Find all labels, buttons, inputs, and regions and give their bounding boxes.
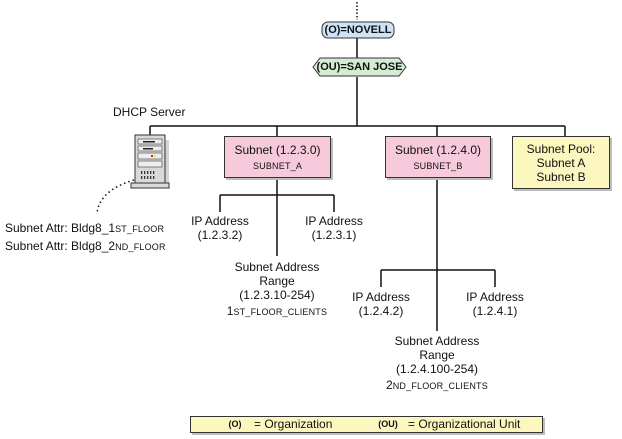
server-icon — [130, 134, 170, 189]
subnet-a-ip-left[interactable]: IP Address (1.2.3.2) — [180, 214, 260, 242]
ou-node-shape — [312, 57, 407, 77]
org-node[interactable]: (O)=NOVELL — [324, 24, 392, 36]
subnet-b-ip-right[interactable]: IP Address (1.2.4.1) — [455, 290, 535, 318]
subnet-attr-2: Subnet Attr: Bldg8_2ND_FLOOR — [5, 239, 166, 254]
subnet-a-range[interactable]: Subnet Address Range (1.2.3.10-254) 1ST_… — [217, 260, 337, 319]
ip-value: (1.2.4.2) — [358, 304, 404, 318]
range-label-2: Range — [259, 274, 295, 288]
range-name: 1ST_FLOOR_CLIENTS — [217, 304, 337, 319]
subnet-attr-2-suffix: ND_FLOOR — [115, 242, 166, 252]
subnet-a-node[interactable]: Subnet (1.2.3.0) SUBNET_A — [224, 136, 331, 178]
range-name-suffix: ND_FLOOR_CLIENTS — [392, 381, 488, 391]
subnet-pool-node[interactable]: Subnet Pool: Subnet A Subnet B — [512, 136, 610, 189]
dhcp-server-node[interactable] — [131, 135, 169, 188]
pool-member-b: Subnet B — [536, 170, 586, 184]
legend-ou-symbol: (OU) — [378, 419, 398, 429]
ip-value: (1.2.4.1) — [472, 304, 518, 318]
subnet-b-title: Subnet (1.2.4.0) — [394, 143, 482, 157]
subnet-b-node[interactable]: Subnet (1.2.4.0) SUBNET_B — [385, 136, 491, 178]
range-name: 2ND_FLOOR_CLIENTS — [377, 378, 497, 393]
subnet-attr-1: Subnet Attr: Bldg8_1ST_FLOOR — [5, 221, 164, 236]
subnet-b-name: SUBNET_B — [413, 161, 463, 171]
range-label-1: Subnet Address — [394, 334, 480, 348]
ou-node[interactable]: (OU)=SAN JOSE — [316, 61, 403, 73]
subnet-attr-1-suffix: ST_FLOOR — [115, 224, 165, 234]
org-node-shape — [321, 21, 395, 39]
subnet-attr-2-prefix: Subnet Attr: Bldg8_ — [5, 239, 109, 253]
range-name-num: 2 — [386, 378, 393, 392]
ip-label: IP Address — [352, 290, 410, 304]
pool-member-a: Subnet A — [536, 156, 586, 170]
legend-org-text: = Organization — [254, 417, 333, 431]
range-value: (1.2.3.10-254) — [239, 288, 315, 302]
subnet-a-name: SUBNET_A — [252, 161, 303, 171]
legend-org-symbol: (O) — [228, 419, 242, 429]
ip-label: IP Address — [466, 290, 524, 304]
subnet-attr-1-prefix: Subnet Attr: Bldg8_ — [5, 221, 109, 235]
ip-label: IP Address — [191, 214, 249, 228]
dhcp-server-label: DHCP Server — [113, 105, 186, 119]
legend: (O) = Organization (OU) = Organizational… — [190, 416, 543, 433]
subnet-a-title: Subnet (1.2.3.0) — [234, 143, 321, 157]
ip-label: IP Address — [305, 214, 363, 228]
ip-value: (1.2.3.1) — [311, 228, 357, 242]
range-value: (1.2.4.100-254) — [395, 362, 479, 376]
subnet-b-ip-left[interactable]: IP Address (1.2.4.2) — [341, 290, 421, 318]
subnet-a-ip-right[interactable]: IP Address (1.2.3.1) — [294, 214, 374, 242]
range-name-suffix: ST_FLOOR_CLIENTS — [233, 307, 328, 317]
pool-title: Subnet Pool: — [526, 142, 596, 156]
subnet-attr-2-num: 2 — [108, 239, 116, 253]
range-name-num: 1 — [226, 304, 234, 318]
range-label-1: Subnet Address — [234, 260, 320, 274]
legend-ou-text: = Organizational Unit — [408, 417, 521, 431]
ip-value: (1.2.3.2) — [197, 228, 243, 242]
range-label-2: Range — [419, 348, 455, 362]
subnet-b-range[interactable]: Subnet Address Range (1.2.4.100-254) 2ND… — [377, 334, 497, 393]
subnet-attr-1-num: 1 — [108, 221, 116, 235]
dhcp-attr-dotted-link — [96, 179, 135, 214]
